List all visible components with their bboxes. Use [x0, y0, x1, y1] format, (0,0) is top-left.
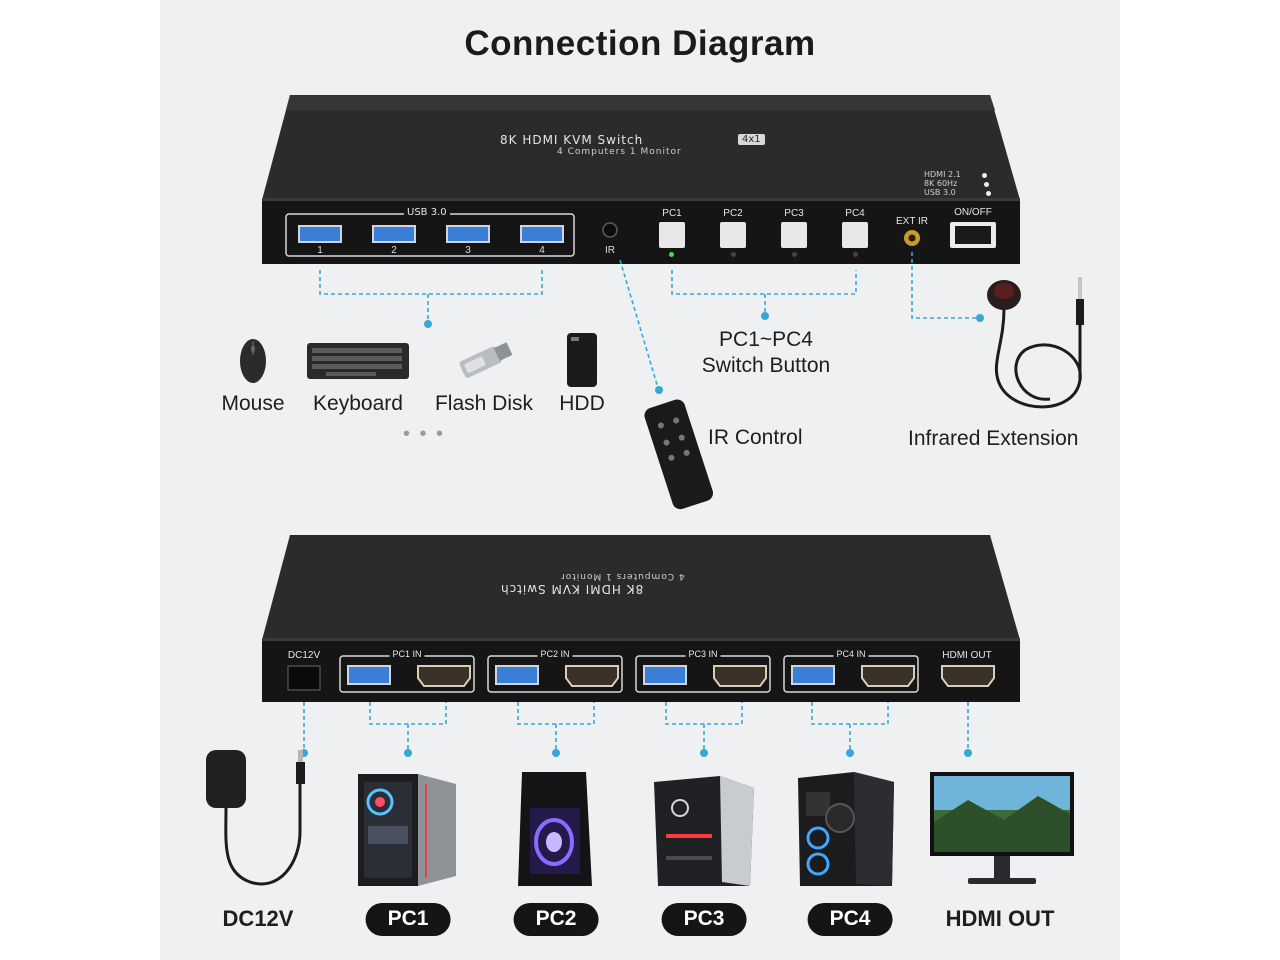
- flash-disk-icon: [459, 342, 513, 378]
- dc12v-label: DC12V: [222, 906, 294, 931]
- pc4-badge: PC4: [807, 903, 893, 936]
- power-adapter-icon: [206, 750, 305, 886]
- infrared-extension-label: Infrared Extension: [908, 427, 1079, 450]
- pc-button-label: PC3: [784, 208, 804, 219]
- pc3-in-label: PC3 IN: [685, 649, 721, 659]
- usb-port: [372, 225, 416, 243]
- indicator-led: [984, 182, 989, 187]
- pc-button-label: PC4: [845, 208, 865, 219]
- hdmi-monitor-icon: [930, 772, 1074, 884]
- ir-remote-icon: [644, 399, 714, 510]
- flash-disk-label: Flash Disk: [434, 392, 534, 415]
- pc3-switch-button[interactable]: [781, 222, 807, 248]
- indicator-label: USB 3.0: [924, 188, 956, 197]
- more-peripherals-dots: • • •: [402, 423, 446, 445]
- pc1-led: [669, 252, 674, 257]
- usb-port-number: 4: [539, 245, 545, 256]
- pc2-led: [731, 252, 736, 257]
- hdmi-out-port-label: HDMI OUT: [942, 650, 992, 661]
- usb-port: [446, 225, 490, 243]
- power-switch-label: ON/OFF: [954, 207, 992, 218]
- pc-button-label: PC1: [662, 208, 682, 219]
- usb-port: [298, 225, 342, 243]
- page-title: Connection Diagram: [464, 24, 816, 63]
- switch-button-caption-line2: Switch Button: [701, 354, 831, 377]
- dc-jack-label: DC12V: [287, 650, 321, 661]
- mouse-icon: [240, 339, 266, 383]
- pc4-led: [853, 252, 858, 257]
- pc1-badge: PC1: [365, 903, 451, 936]
- ir-control-label: IR Control: [708, 426, 803, 449]
- pc-button-label: PC2: [723, 208, 743, 219]
- pc2-in-label: PC2 IN: [537, 649, 573, 659]
- usb-port-number: 1: [317, 245, 323, 256]
- pc1-computer-icon: [358, 774, 456, 886]
- usb-port: [520, 225, 564, 243]
- pc3-badge: PC3: [661, 903, 747, 936]
- usb-port-number: 2: [391, 245, 397, 256]
- infrared-extension-icon: [987, 277, 1084, 409]
- indicator-label: HDMI 2.1: [924, 170, 961, 179]
- pc4-switch-button[interactable]: [842, 222, 868, 248]
- pc1-switch-button[interactable]: [659, 222, 685, 248]
- indicator-led: [982, 173, 987, 178]
- hdd-icon: [567, 333, 597, 387]
- pc2-computer-icon: [518, 772, 592, 886]
- hdmi-out-label: HDMI OUT: [945, 906, 1055, 931]
- indicator-led: [986, 191, 991, 196]
- indicator-label: 8K 60Hz: [924, 179, 958, 188]
- keyboard-label: Keyboard: [313, 392, 403, 415]
- pc4-in-label: PC4 IN: [833, 649, 869, 659]
- keyboard-icon: [307, 343, 409, 379]
- ir-sensor-label: IR: [605, 245, 615, 256]
- usb-group-label: USB 3.0: [404, 207, 450, 218]
- hdd-label: HDD: [559, 392, 605, 415]
- ext-ir-label: EXT IR: [895, 216, 929, 227]
- pc1-in-label: PC1 IN: [389, 649, 425, 659]
- pc4-computer-icon: [798, 772, 894, 886]
- pc2-switch-button[interactable]: [720, 222, 746, 248]
- product-name: 8K HDMI KVM Switch: [500, 133, 644, 147]
- switch-button-caption-line1: PC1~PC4: [719, 328, 813, 351]
- usb-port-number: 3: [465, 245, 471, 256]
- product-subtitle: 4 Computers 1 Monitor: [557, 147, 682, 157]
- mouse-label: Mouse: [221, 392, 285, 415]
- pc2-badge: PC2: [513, 903, 599, 936]
- pc3-computer-icon: [654, 776, 754, 886]
- product-badge: 4x1: [738, 134, 765, 145]
- pc3-led: [792, 252, 797, 257]
